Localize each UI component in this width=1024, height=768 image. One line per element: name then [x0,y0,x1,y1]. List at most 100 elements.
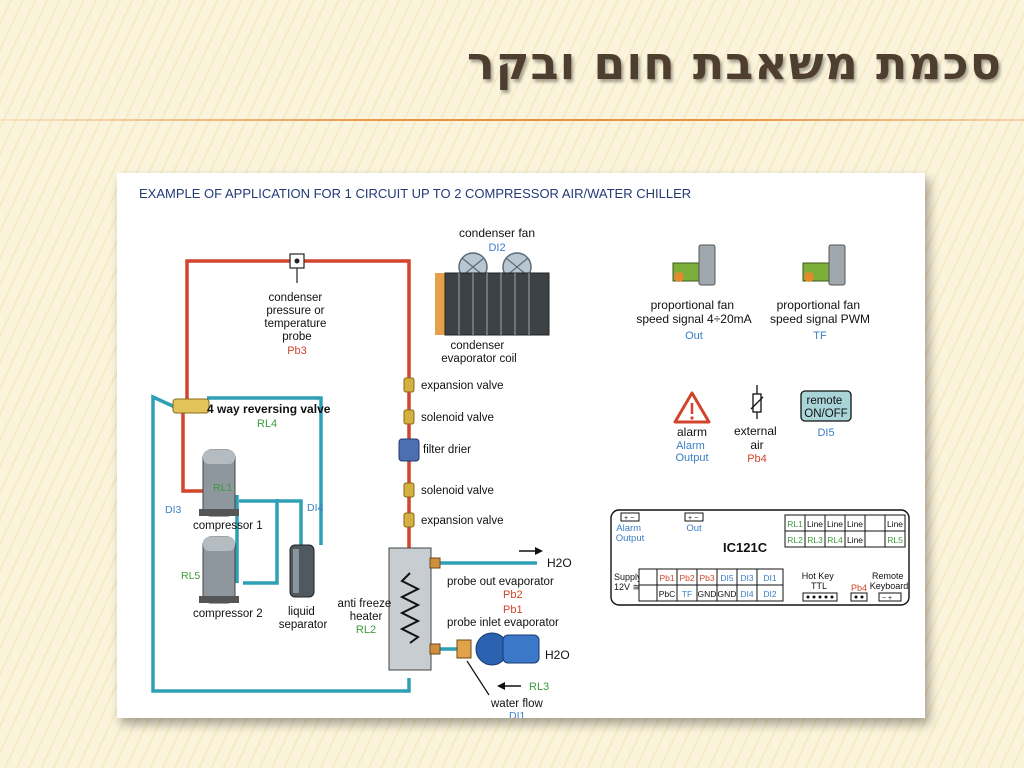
alarm-output-label-2: Output [675,452,708,464]
probe-in-icon [429,643,441,655]
external-air-label-1: external [734,424,777,438]
svg-text:proportional fan speed sig: proportional fan speed signal 4÷20mA [636,298,751,326]
probe-in-label: probe inlet evaporator [447,617,559,629]
fan-signal-pwm-label-2: speed signal PWM [770,312,870,326]
fan-driver-board-ma-icon [672,244,716,286]
input-top-4: DI5 [720,573,734,583]
expansion-valve-top-icon [403,377,415,393]
title-divider [0,119,1024,121]
fan-signal-ma-code: Out [685,330,703,342]
svg-text:+ −: + − [624,515,634,522]
svg-text:+ −: + − [688,515,698,522]
relay-top-4: Line [847,519,863,529]
condenser-probe-label-1: condenser [269,292,323,304]
compressor-2-label: compressor 2 [193,608,263,620]
input-bottom-4: GND [718,589,737,599]
water-flow-label: water flow [490,698,543,710]
input-top-6: DI1 [763,573,777,583]
external-air-label-2: air [750,438,763,452]
h2o-in-label: H2O [545,648,570,662]
alarm-warning-icon [673,391,711,424]
solenoid-valve-top-label: solenoid valve [421,412,494,424]
compressor-1-icon [199,449,239,517]
remote-keyboard-port-icon: − + [878,592,902,602]
condenser-probe-label-4: probe [282,331,311,343]
pb4-port-icon [850,592,868,602]
reversing-valve-icon [172,398,210,414]
ctrl-pb4-label: Pb4 [851,583,867,593]
external-air-code: Pb4 [747,453,767,465]
solenoid-valve-bottom-label: solenoid valve [421,485,494,497]
input-top-3: Pb3 [699,573,714,583]
input-top-5: DI3 [740,573,754,583]
svg-text:external air: external air [734,424,780,452]
condenser-fan-code: DI2 [488,242,505,254]
hot-key-label-1: Hot Key [802,571,835,581]
slide-title: סכמת משאבת חום ובקר [466,36,1002,90]
thermistor-icon [750,385,764,419]
svg-text:anti freeze heater: anti freeze heater [338,598,395,623]
fan-signal-pwm-code: TF [813,330,827,342]
filter-drier-label: filter drier [423,444,471,456]
relay-terminal-grid: RL1 Line Line Line Line RL2 RL3 RL4 Line… [784,514,906,548]
condenser-coil-label-2: evaporator coil [441,353,516,365]
svg-text:condenser pressure or: condenser pressure or temperature probe [264,292,329,343]
remote-onoff-icon [800,390,852,422]
solenoid-valve-top-icon [403,409,415,425]
expansion-valve-top-label: expansion valve [421,380,503,392]
input-bottom-6: DI2 [763,589,777,599]
relay-bottom-4: Line [847,535,863,545]
fan-driver-board-pwm-icon [802,244,846,286]
relay-top-6: Line [887,519,903,529]
input-bottom-2: TF [682,589,692,599]
condenser-fan-label: condenser fan [459,226,535,240]
ctrl-alarm-output-1: Alarm [616,523,641,534]
reversing-valve-label: 4 way reversing valve [207,402,331,416]
h2o-out-label: H2O [547,556,572,570]
input-top-1: Pb1 [659,573,674,583]
diagram-panel: EXAMPLE OF APPLICATION FOR 1 CIRCUIT UP … [117,173,925,718]
input-terminal-grid: Pb1 Pb2 Pb3 DI5 DI3 DI1 PbC TF GND GND D… [638,568,784,602]
relay-bottom-3: RL4 [827,535,843,545]
evaporator-icon [388,547,432,671]
remote-keyboard-label-2: Keyboard [870,581,909,591]
ctrl-out-label: Out [686,523,702,534]
di4-label: DI4 [307,502,324,514]
pump-relay-code: RL3 [529,681,549,693]
probe-out-label: probe out evaporator [447,576,554,588]
condenser-probe-label-2: pressure or [266,305,324,317]
svg-text:Alarm Output: Alarm Output [675,440,708,464]
compressor-2-icon [199,536,239,604]
expansion-valve-bottom-icon [403,512,415,528]
relay-top-2: Line [807,519,823,529]
probe-out-icon [429,557,441,569]
water-out-arrow-icon [519,547,543,555]
fan-signal-pwm-label-1: proportional fan [777,298,860,312]
hot-key-label-2: TTL [811,581,827,591]
svg-text:Remote Keyboard: Remote Keyboard [870,571,909,591]
reversing-valve-code: RL4 [257,418,277,430]
ctrl-alarm-output-2: Output [616,533,645,544]
input-top-2: Pb2 [679,573,694,583]
solenoid-valve-bottom-icon [403,482,415,498]
water-flow-pointer [466,660,490,696]
diagram-header: EXAMPLE OF APPLICATION FOR 1 CIRCUIT UP … [139,186,691,201]
water-in-arrow-icon [497,682,521,690]
svg-text:remote ON/OFF: remote ON/OFF [804,395,847,420]
compressor-1-label: compressor 1 [193,520,263,532]
relay-top-3: Line [827,519,843,529]
supply-label-1: Supply [614,572,642,582]
input-bottom-1: PbC [659,589,676,599]
compressor-1-relay: RL1 [213,482,232,494]
relay-bottom-1: RL2 [787,535,803,545]
alarm-label: alarm [677,425,707,439]
alarm-output-label-1: Alarm [676,440,705,452]
compressor-2-relay: RL5 [181,570,200,582]
relay-bottom-2: RL3 [807,535,823,545]
probe-out-code: Pb2 [503,589,523,601]
probe-in-code: Pb1 [503,604,523,616]
condenser-coil-label-1: condenser [451,340,505,352]
water-pump-icon [456,632,540,666]
liquid-separator-label-2: separator [279,619,328,631]
filter-drier-icon [398,438,420,462]
